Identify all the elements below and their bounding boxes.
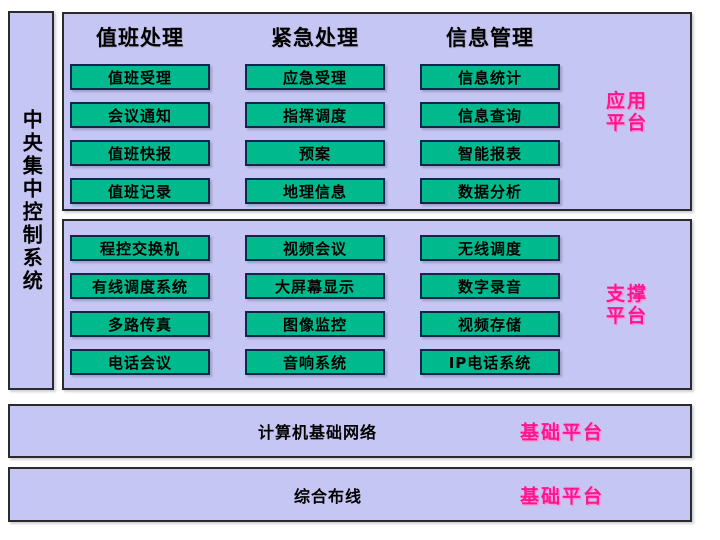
module-box[interactable]: 大屏幕显示 [245, 273, 385, 299]
application-platform-headers: 值班处理 紧急处理 信息管理 [64, 22, 690, 54]
application-platform-tag-line2: 平台 [605, 112, 648, 135]
module-box[interactable]: 无线调度 [420, 235, 560, 261]
structured-cabling-label: 综合布线 [294, 486, 363, 506]
column-header-emergency-handling: 紧急处理 [271, 26, 359, 50]
module-box[interactable]: IP电话系统 [420, 349, 560, 375]
sidebar-label: 中央集中控制系统 [19, 108, 44, 293]
basic-network-tag: 基础平台 [520, 421, 605, 444]
application-column-information-management: 信息统计 信息查询 智能报表 数据分析 [420, 64, 560, 204]
support-column-video: 视频会议 大屏幕显示 图像监控 音响系统 [245, 235, 385, 375]
module-box[interactable]: 程控交换机 [70, 235, 210, 261]
module-box[interactable]: 值班受理 [70, 64, 210, 90]
structured-cabling-tag: 基础平台 [520, 485, 605, 507]
module-box[interactable]: 指挥调度 [245, 102, 385, 128]
module-box[interactable]: 地理信息 [245, 178, 385, 204]
application-platform-tag: 应用 平台 [572, 90, 682, 135]
support-platform-panel: 程控交换机 有线调度系统 多路传真 电话会议 视频会议 大屏幕显示 图像监控 音… [62, 219, 692, 390]
support-platform-tag: 支撑 平台 [572, 283, 682, 328]
module-box[interactable]: 智能报表 [420, 140, 560, 166]
column-header-duty-handling: 值班处理 [96, 26, 184, 50]
module-box[interactable]: 数据分析 [420, 178, 560, 204]
application-platform-tag-line1: 应用 [605, 90, 648, 112]
module-box[interactable]: 值班快报 [70, 140, 210, 166]
module-box[interactable]: 信息统计 [420, 64, 560, 90]
structured-cabling-bar: 综合布线 基础平台 [8, 467, 692, 522]
application-platform-panel: 值班处理 紧急处理 信息管理 值班受理 会议通知 值班快报 值班记录 应急受理 … [62, 12, 692, 211]
module-box[interactable]: 预案 [245, 140, 385, 166]
module-box[interactable]: 值班记录 [70, 178, 210, 204]
support-column-communication: 程控交换机 有线调度系统 多路传真 电话会议 [70, 235, 210, 375]
module-box[interactable]: 会议通知 [70, 102, 210, 128]
module-box[interactable]: 图像监控 [245, 311, 385, 337]
support-column-wireless: 无线调度 数字录音 视频存储 IP电话系统 [420, 235, 560, 375]
application-column-duty-handling: 值班受理 会议通知 值班快报 值班记录 [70, 64, 210, 204]
module-box[interactable]: 数字录音 [420, 273, 560, 299]
module-box[interactable]: 音响系统 [245, 349, 385, 375]
sidebar-central-control-system: 中央集中控制系统 [8, 11, 54, 390]
module-box[interactable]: 应急受理 [245, 64, 385, 90]
module-box[interactable]: 多路传真 [70, 311, 210, 337]
module-box[interactable]: 电话会议 [70, 349, 210, 375]
column-header-information-management: 信息管理 [446, 26, 534, 50]
module-box[interactable]: 视频会议 [245, 235, 385, 261]
module-box[interactable]: 信息查询 [420, 102, 560, 128]
basic-network-label: 计算机基础网络 [258, 423, 378, 442]
support-platform-tag-line2: 平台 [605, 305, 648, 328]
module-box[interactable]: 有线调度系统 [70, 273, 210, 299]
basic-network-bar: 计算机基础网络 基础平台 [8, 404, 692, 458]
application-column-emergency-handling: 应急受理 指挥调度 预案 地理信息 [245, 64, 385, 204]
module-box[interactable]: 视频存储 [420, 311, 560, 337]
support-platform-tag-line1: 支撑 [605, 283, 648, 305]
